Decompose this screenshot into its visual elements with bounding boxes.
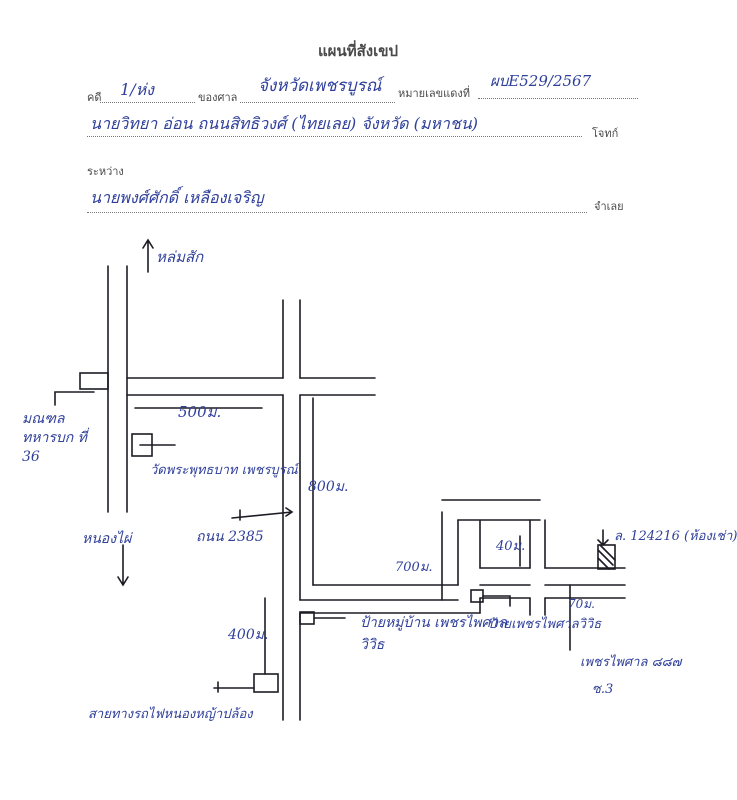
road-label: ถนน 2385 xyxy=(196,529,264,545)
village-sign2-label: ป้ายเพชรไพศาลวิวิธ xyxy=(488,617,602,632)
notice-no-value: ผบE529/2567 xyxy=(490,72,592,90)
road-pointer xyxy=(231,507,294,519)
landmark-marker xyxy=(79,372,109,390)
sign-marker xyxy=(470,589,484,603)
label-between: ระหว่าง xyxy=(87,165,124,178)
label-defendant: จำเลย xyxy=(594,200,624,213)
soi-label: ซ.3 xyxy=(592,682,614,697)
distance-700-label: 700ม. xyxy=(395,560,433,575)
north-arrow xyxy=(142,238,154,273)
dotted-line xyxy=(478,98,638,99)
dotted-line xyxy=(240,102,395,103)
south-arrow xyxy=(117,544,129,587)
pointer-line xyxy=(482,595,511,607)
label-notice-no: หมายเลขแดงที่ xyxy=(398,87,470,100)
target-building xyxy=(597,544,616,570)
temple-label: วัดพระพุทธบาท เพชรบูรณ์ xyxy=(150,463,298,478)
pointer-line xyxy=(54,391,95,406)
dotted-line xyxy=(87,212,587,213)
court-name-value: จังหวัดเพชรบูรณ์ xyxy=(258,76,382,96)
bottom-marker xyxy=(253,673,279,693)
village-name-label: เพชรไพศาล ๘๘๗ xyxy=(580,655,682,670)
pointer-line xyxy=(213,681,255,693)
target-arrow xyxy=(597,529,609,547)
village-sign-label: ป้ายหมู่บ้าน เพชรไพศาลวิวิธ xyxy=(360,615,507,654)
distance-800-label: 800ม. xyxy=(308,479,349,495)
page-title: แผนที่สังเขป xyxy=(318,42,398,60)
distance-400-label: 400ม. xyxy=(228,627,269,643)
defendant-address-value: นายวิทยา อ่อน ถนนสิทธิวงศ์ (ไทยเลย) จังห… xyxy=(90,114,478,133)
distance-500-label: 500ม. xyxy=(178,403,222,421)
left-landmark-label: มณฑล ทหารบก ที่ 36 xyxy=(22,411,87,465)
south-label: หนองไผ่ xyxy=(82,531,132,547)
bottom-landmark-label: สายทางรถไฟหนองหญ้าปล้อง xyxy=(88,707,253,722)
between-value: นายพงศ์ศักดิ์ เหลืองเจริญ xyxy=(90,188,264,207)
dotted-line xyxy=(87,136,582,137)
court-case-value: 1/ห่ง xyxy=(120,80,154,99)
label-court-case: คดี xyxy=(87,91,102,104)
target-label: ล. 124216 (ห้องเช่า) xyxy=(614,529,737,544)
distance-70-label: 70ม. xyxy=(568,597,595,611)
label-of-court: ของศาล xyxy=(198,91,238,104)
distance-40-label: 40ม. xyxy=(496,539,526,554)
dotted-line xyxy=(100,102,195,103)
north-label: หล่มสัก xyxy=(156,248,204,266)
road-edge xyxy=(299,599,481,614)
building-hatch xyxy=(597,544,616,570)
label-plaintiff: โจทก์ xyxy=(592,127,619,140)
